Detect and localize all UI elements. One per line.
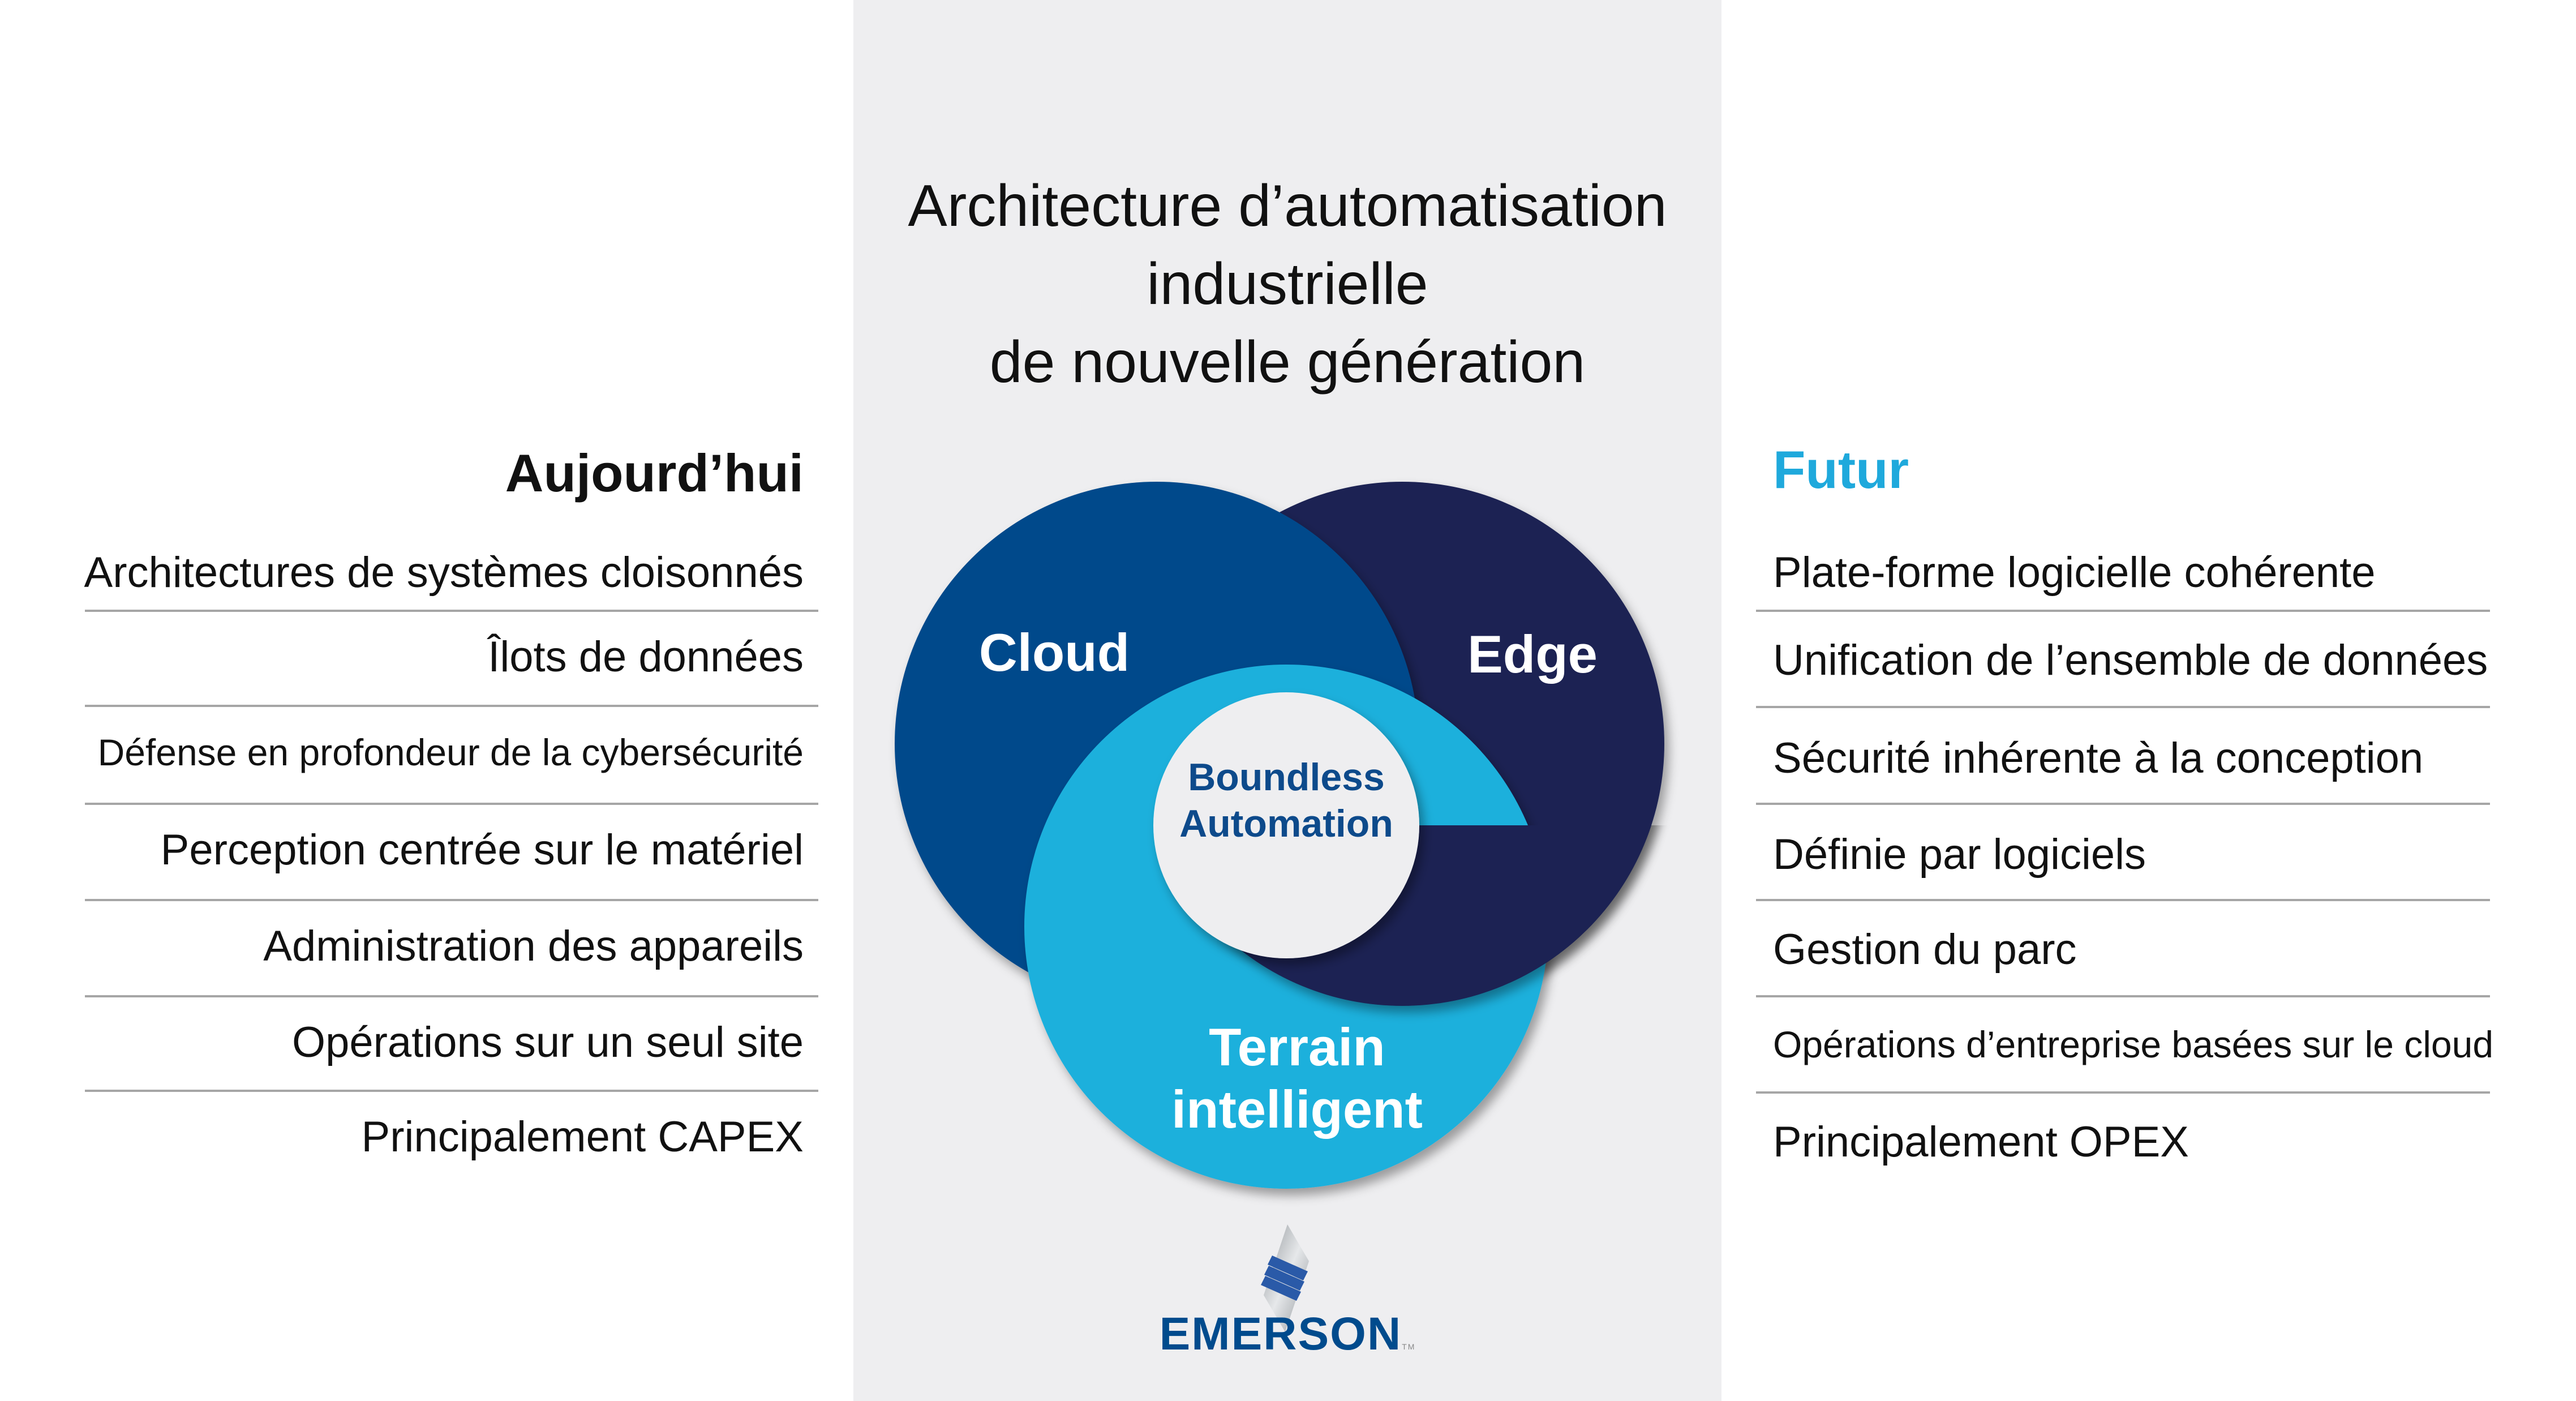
page-title: Architecture d’automatisation industriel… bbox=[853, 167, 1721, 401]
divider bbox=[85, 1090, 818, 1092]
today-item: Défense en profondeur de la cybersécurit… bbox=[97, 731, 804, 773]
future-item: Plate-forme logicielle cohérente bbox=[1773, 549, 2376, 597]
today-heading: Aujourd’hui bbox=[505, 443, 804, 503]
logo-wordmark: EMERSON bbox=[1159, 1308, 1402, 1360]
divider bbox=[1756, 995, 2490, 997]
center-label-2: Automation bbox=[1179, 802, 1393, 845]
future-item: Principalement OPEX bbox=[1773, 1118, 2189, 1166]
today-item: Perception centrée sur le matériel bbox=[160, 826, 804, 874]
today-item: Îlots de données bbox=[488, 633, 804, 681]
terrain-label-2: intelligent bbox=[1171, 1079, 1423, 1139]
divider bbox=[85, 803, 818, 805]
future-item: Définie par logiciels bbox=[1773, 830, 2146, 879]
emerson-logo: EMERSONTM bbox=[853, 1308, 1721, 1361]
future-heading: Futur bbox=[1773, 440, 1909, 499]
future-item: Sécurité inhérente à la conception bbox=[1773, 734, 2424, 782]
divider bbox=[85, 705, 818, 707]
emerson-logo-icon bbox=[1261, 1224, 1309, 1332]
center-circle bbox=[1153, 692, 1419, 958]
center-label-1: Boundless bbox=[1188, 756, 1385, 799]
divider bbox=[1756, 803, 2490, 805]
title-line-2: industrielle bbox=[1147, 251, 1428, 317]
divider bbox=[1756, 610, 2490, 612]
today-item: Administration des appareils bbox=[263, 922, 804, 970]
today-item: Opérations sur un seul site bbox=[291, 1018, 804, 1066]
terrain-label-1: Terrain bbox=[1209, 1017, 1385, 1077]
divider bbox=[85, 995, 818, 997]
logo-trademark: TM bbox=[1402, 1342, 1416, 1351]
divider bbox=[1756, 899, 2490, 901]
future-item: Gestion du parc bbox=[1773, 926, 2077, 974]
divider bbox=[1756, 706, 2490, 708]
today-item: Architectures de systèmes cloisonnés bbox=[84, 549, 804, 597]
today-item: Principalement CAPEX bbox=[361, 1113, 804, 1161]
future-item: Unification de l’ensemble de données bbox=[1773, 636, 2488, 684]
cloud-label: Cloud bbox=[979, 623, 1130, 682]
divider bbox=[85, 610, 818, 612]
divider bbox=[85, 899, 818, 901]
divider bbox=[1756, 1091, 2490, 1094]
title-line-1: Architecture d’automatisation bbox=[908, 173, 1667, 239]
future-item: Opérations d’entreprise basées sur le cl… bbox=[1773, 1023, 2494, 1065]
edge-label: Edge bbox=[1467, 624, 1598, 684]
title-line-3: de nouvelle génération bbox=[989, 329, 1586, 395]
